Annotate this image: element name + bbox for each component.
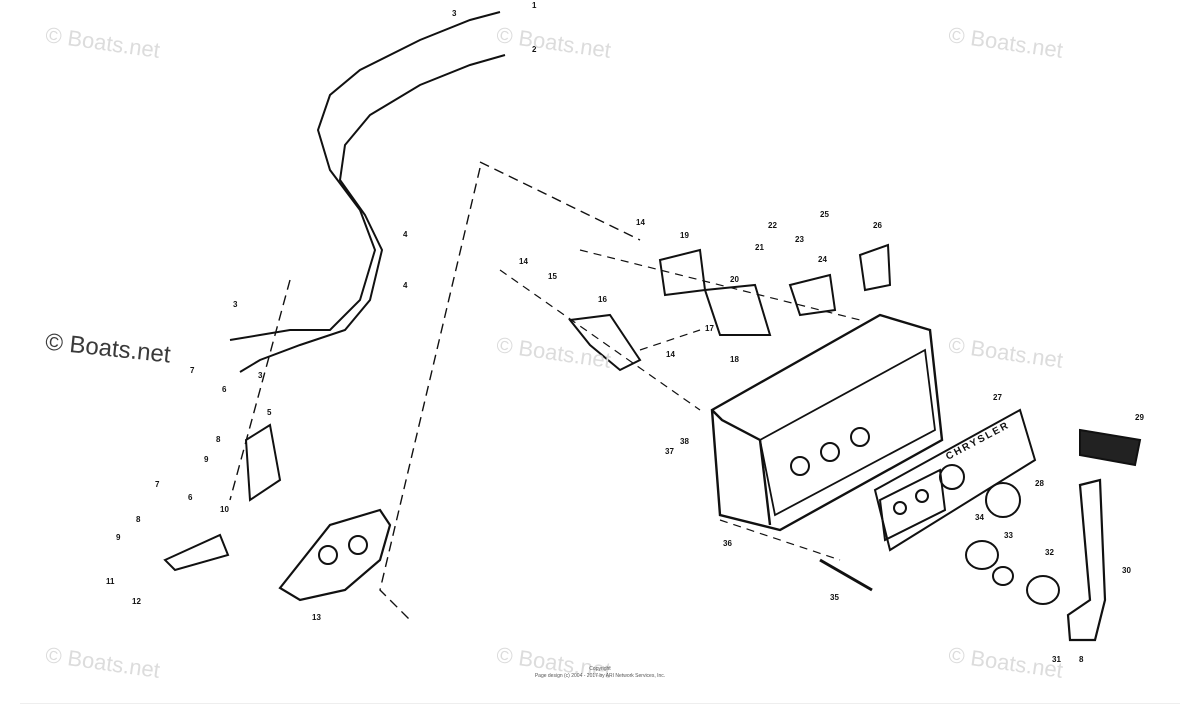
callout-7b: 7 [155,480,160,489]
callout-28: 28 [1035,479,1044,488]
assembly-line-1 [229,161,641,621]
clamp-19 [658,248,707,297]
callout-32: 32 [1045,548,1054,557]
callout-22: 22 [768,221,777,230]
callout-9b: 9 [116,533,121,542]
callout-26: 26 [873,221,882,230]
throttle-lever [1066,478,1107,642]
callout-2: 2 [532,45,537,54]
knob-29 [1079,428,1142,467]
copyright-line-2: Page design (c) 2004 - 2017 by ARI Netwo… [534,673,666,679]
small-plate [878,468,947,542]
screw-35 [819,558,873,592]
callout-12: 12 [132,597,141,606]
cap-28 [985,482,1021,518]
assembly-line-2 [499,249,861,561]
callout-13: 13 [312,613,321,622]
bracket-24 [788,273,837,317]
callout-25: 25 [820,210,829,219]
lever-5 [244,423,282,502]
cable-upper [229,11,501,341]
callout-18: 18 [730,355,739,364]
callout-38: 38 [680,437,689,446]
callout-37: 37 [665,447,674,456]
callout-30: 30 [1122,566,1131,575]
callout-6b: 6 [188,493,193,502]
callout-33: 33 [1004,531,1013,540]
callout-34: 34 [975,513,984,522]
callout-4b: 4 [403,281,408,290]
callout-6a: 6 [222,385,227,394]
callout-27: 27 [993,393,1002,402]
lever-10 [163,533,230,572]
callout-3c: 3 [258,371,263,380]
callout-4a: 4 [403,230,408,239]
callout-8c: 8 [1079,655,1084,664]
callout-36: 36 [723,539,732,548]
callout-11: 11 [106,577,115,586]
callout-17: 17 [705,324,714,333]
callout-8b: 8 [136,515,141,524]
callout-31: 31 [1052,655,1061,664]
callout-3b: 3 [233,300,238,309]
control-box [710,313,944,532]
callout-8a: 8 [216,435,221,444]
callout-20: 20 [730,275,739,284]
footer-divider [20,703,1180,704]
callout-21: 21 [755,243,764,252]
callout-5: 5 [267,408,272,417]
callout-3a: 3 [452,9,457,18]
callout-14b: 14 [519,257,528,266]
shaft-16 [568,313,642,372]
callout-24: 24 [818,255,827,264]
callout-7a: 7 [190,366,195,375]
callout-29: 29 [1135,413,1144,422]
callout-14c: 14 [666,350,675,359]
mount-bracket [278,508,392,602]
control-box-face [758,348,936,517]
callout-9a: 9 [204,455,209,464]
brand-plate-text: CHRYSLER [944,420,1012,463]
plunger-20 [703,283,772,336]
callout-labels: 1 2 3 3 3 4 4 5 6 6 7 7 8 8 8 9 9 10 11 … [106,1,1144,664]
callout-16: 16 [598,295,607,304]
callout-1: 1 [532,1,537,10]
callout-10: 10 [220,505,229,514]
copyright-line-1: Copyright [589,666,611,672]
name-plate [873,408,1037,552]
callout-15: 15 [548,272,557,281]
plate-26 [858,243,892,292]
copyright-notice: Copyright Page design (c) 2004 - 2017 by… [460,666,740,680]
callout-19: 19 [680,231,689,240]
callout-35: 35 [830,593,839,602]
cable-lower [239,54,506,373]
callout-14a: 14 [636,218,645,227]
callout-23: 23 [795,235,804,244]
